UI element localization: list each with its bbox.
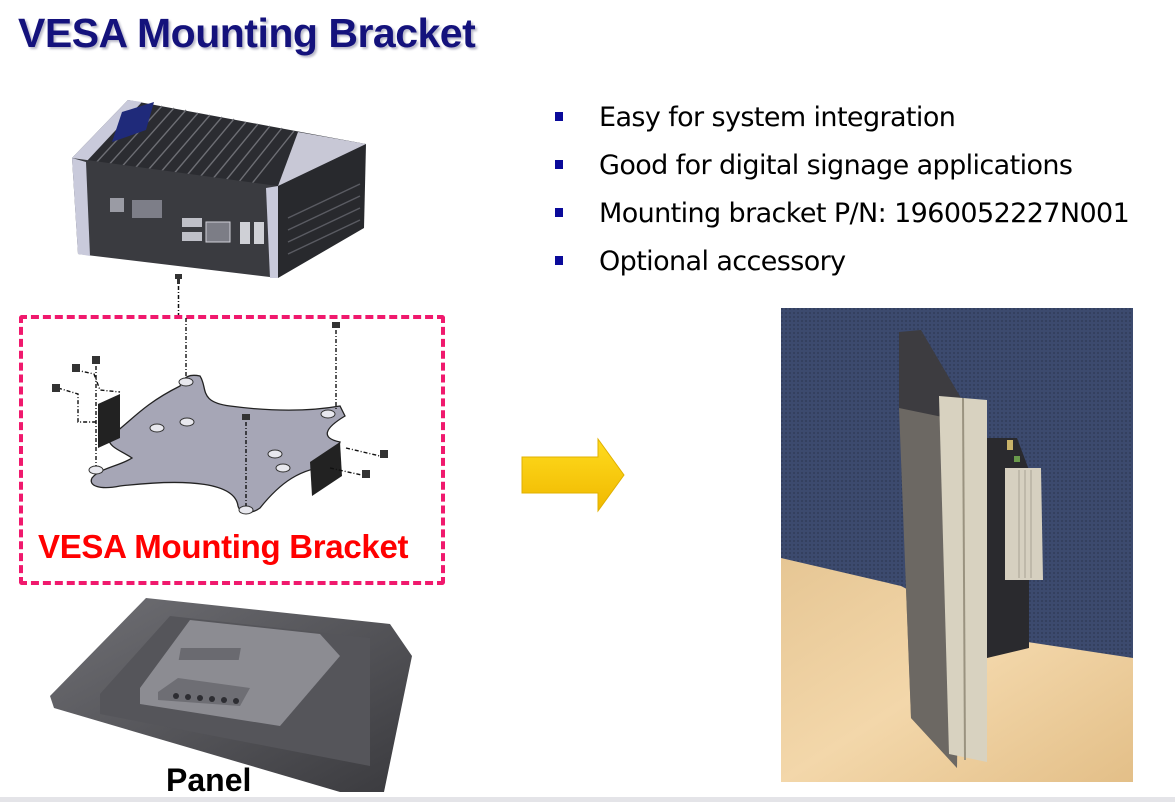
feature-text: Optional accessory — [599, 246, 846, 277]
right-arrow-icon — [521, 437, 625, 513]
feature-text: Easy for system integration — [599, 102, 956, 133]
bracket-illustration — [52, 318, 388, 515]
computer-illustration — [72, 100, 366, 318]
footer-divider — [0, 797, 1175, 802]
assembled-photo — [781, 308, 1133, 782]
slide-title: VESA Mounting Bracket — [18, 10, 476, 56]
bullet-square-icon — [555, 160, 563, 169]
panel-illustration — [50, 598, 412, 792]
bullet-square-icon — [555, 256, 563, 265]
feature-text: Good for digital signage applications — [599, 150, 1073, 181]
bullet-square-icon — [555, 112, 563, 121]
feature-text: Mounting bracket P/N: 1960052227N001 — [599, 198, 1130, 229]
bullet-square-icon — [555, 208, 563, 217]
panel-caption: Panel — [166, 762, 252, 798]
bracket-highlight-box — [19, 315, 445, 585]
bracket-caption: VESA Mounting Bracket — [38, 528, 409, 565]
